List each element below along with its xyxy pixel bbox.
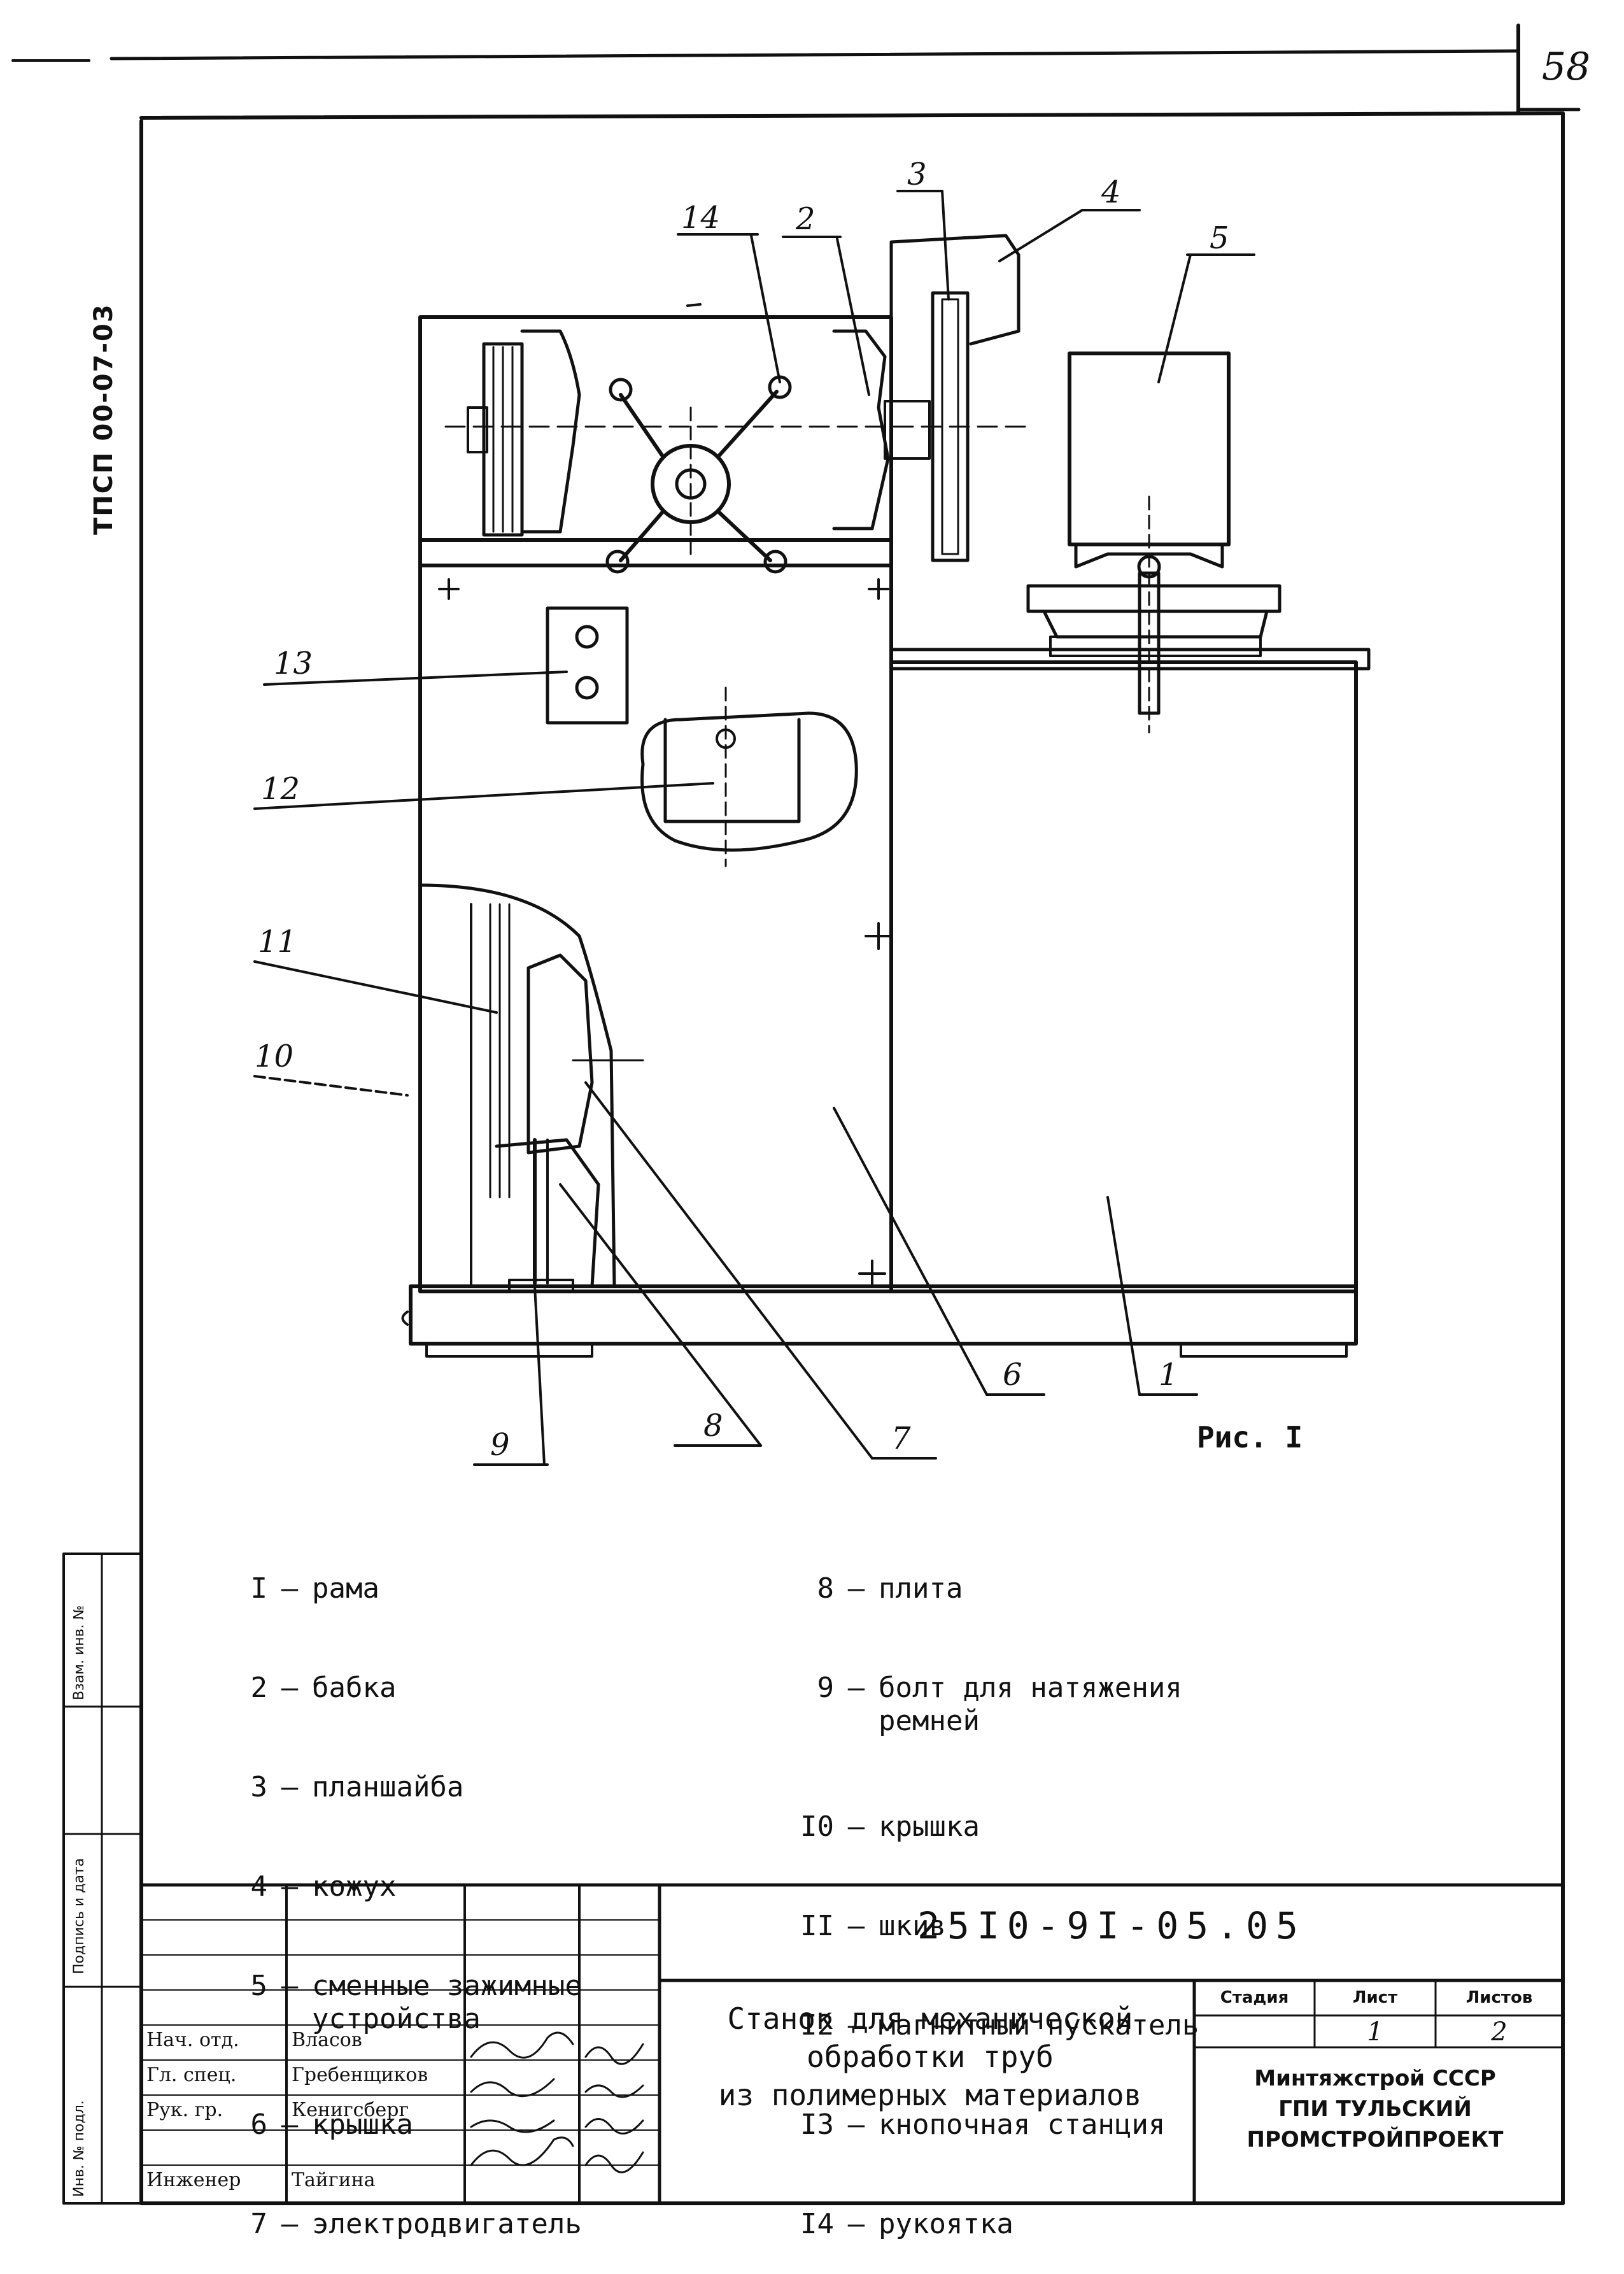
figure-caption: Рис. I <box>1197 1420 1303 1454</box>
legend-item-text: крышка <box>312 2108 413 2141</box>
signature-role: Инженер <box>146 2169 241 2191</box>
callout-10: 10 <box>255 1039 294 1074</box>
legend-item: 8–плита <box>789 1572 1337 1605</box>
legend-item-number: 6 <box>250 2108 268 2141</box>
callout-5: 5 <box>1210 220 1229 256</box>
callout-6: 6 <box>1003 1357 1022 1393</box>
callout-2: 2 <box>796 201 816 237</box>
legend-item: I0–крышка <box>789 1810 1337 1844</box>
legend-item: 9–болт для натяжения ремней <box>789 1672 1337 1738</box>
page-number: 58 <box>1541 45 1591 89</box>
stamp-label-replacement: Взам. инв. № <box>71 1605 87 1700</box>
legend-item: 7–электродвигатель <box>223 2208 707 2241</box>
legend-item: I–рама <box>223 1572 707 1605</box>
callout-9: 9 <box>490 1427 510 1463</box>
document-title: Станок для механической обработки труб и… <box>718 2001 1142 2112</box>
callout-3: 3 <box>907 157 927 192</box>
legend-item-text: рама <box>312 1572 379 1605</box>
legend-item: 2–бабка <box>223 1672 707 1705</box>
signature-name: Тайгина <box>292 2169 376 2191</box>
callout-7: 7 <box>891 1421 911 1456</box>
legend-item-text: сменные зажимные устройства <box>312 1970 582 2035</box>
legend-item: II–шкив <box>789 1910 1337 1943</box>
signature-name: Власов <box>292 2029 362 2051</box>
signature-name: Кенигсберг <box>292 2099 409 2121</box>
callout-11: 11 <box>258 924 297 960</box>
legend-item-number: 4 <box>250 1870 268 1903</box>
legend-item-number: I <box>250 1572 268 1605</box>
legend-item: 5–сменные зажимные устройства <box>223 1970 707 2036</box>
legend-item-text: плита <box>879 1572 963 1605</box>
sheet-header: Лист <box>1352 1988 1398 2007</box>
legend-item-text: крышка <box>879 1810 980 1843</box>
legend-item: I3–кнопочная станция <box>789 2108 1337 2142</box>
legend-item-number: II <box>800 1910 834 1942</box>
callout-14: 14 <box>681 200 721 236</box>
legend-item: I4–рукоятка <box>789 2208 1337 2241</box>
legend-item-number: 8 <box>817 1572 835 1605</box>
signature-role: Рук. гр. <box>146 2099 223 2121</box>
document-code: 25I0-9I-05.05 <box>917 1904 1306 1947</box>
legend-item-text: планшайба <box>312 1771 464 1803</box>
legend-item: I2–магнитный пускатель <box>789 2009 1337 2042</box>
legend-right: 8–плита 9–болт для натяжения ремней I0–к… <box>789 1506 1337 2274</box>
callout-13: 13 <box>274 646 313 681</box>
legend-item-number: 2 <box>250 1672 268 1704</box>
legend-item-number: I3 <box>800 2108 834 2141</box>
stamp-label-signature-date: Подпись и дата <box>71 1858 87 1974</box>
legend-item: 3–планшайба <box>223 1771 707 1804</box>
legend-item-number: 3 <box>250 1771 268 1803</box>
signature-name: Гребенщиков <box>292 2064 428 2086</box>
legend-item-text: кнопочная станция <box>879 2108 1166 2141</box>
legend-item-number: I2 <box>800 2009 834 2042</box>
signature-role: Нач. отд. <box>146 2029 239 2051</box>
legend-item-number: I4 <box>800 2208 834 2240</box>
legend-item-text: болт для натяжения ремней <box>879 1672 1182 1737</box>
legend-item-text: шкив <box>879 1910 946 1942</box>
legend-item-number: 5 <box>250 1970 268 2002</box>
legend-item-text: рукоятка <box>879 2208 1013 2240</box>
callout-1: 1 <box>1159 1357 1178 1393</box>
callout-4: 4 <box>1101 174 1121 210</box>
stage-header: Стадия <box>1220 1988 1289 2007</box>
technical-drawing <box>11 24 1581 2205</box>
legend-item-text: бабка <box>312 1672 397 1704</box>
legend-item-number: 9 <box>817 1672 835 1704</box>
callout-8: 8 <box>703 1408 723 1444</box>
legend-left: I–рама 2–бабка 3–планшайба 4–кожух 5–сме… <box>223 1506 707 2274</box>
legend-item: 6–крышка <box>223 2108 707 2142</box>
sheets-value: 2 <box>1491 2017 1507 2047</box>
organization-name: Минтяжстрой СССР ГПИ ТУЛЬСКИЙ ПРОМСТРОЙП… <box>1246 2066 1504 2152</box>
legend-item-text: электродвигатель <box>312 2208 582 2240</box>
callout-12: 12 <box>261 771 300 807</box>
legend-item-number: I0 <box>800 1810 834 1843</box>
sheets-header: Листов <box>1465 1988 1533 2007</box>
legend-item: 4–кожух <box>223 1870 707 1903</box>
legend-item-number: 7 <box>250 2208 268 2240</box>
signature-role: Гл. спец. <box>146 2064 237 2086</box>
sheet-value: 1 <box>1367 2017 1383 2047</box>
stamp-label-inventory: Инв. № подл. <box>71 2100 87 2197</box>
legend-item-text: магнитный пускатель <box>879 2009 1199 2042</box>
legend-item-text: кожух <box>312 1870 397 1903</box>
